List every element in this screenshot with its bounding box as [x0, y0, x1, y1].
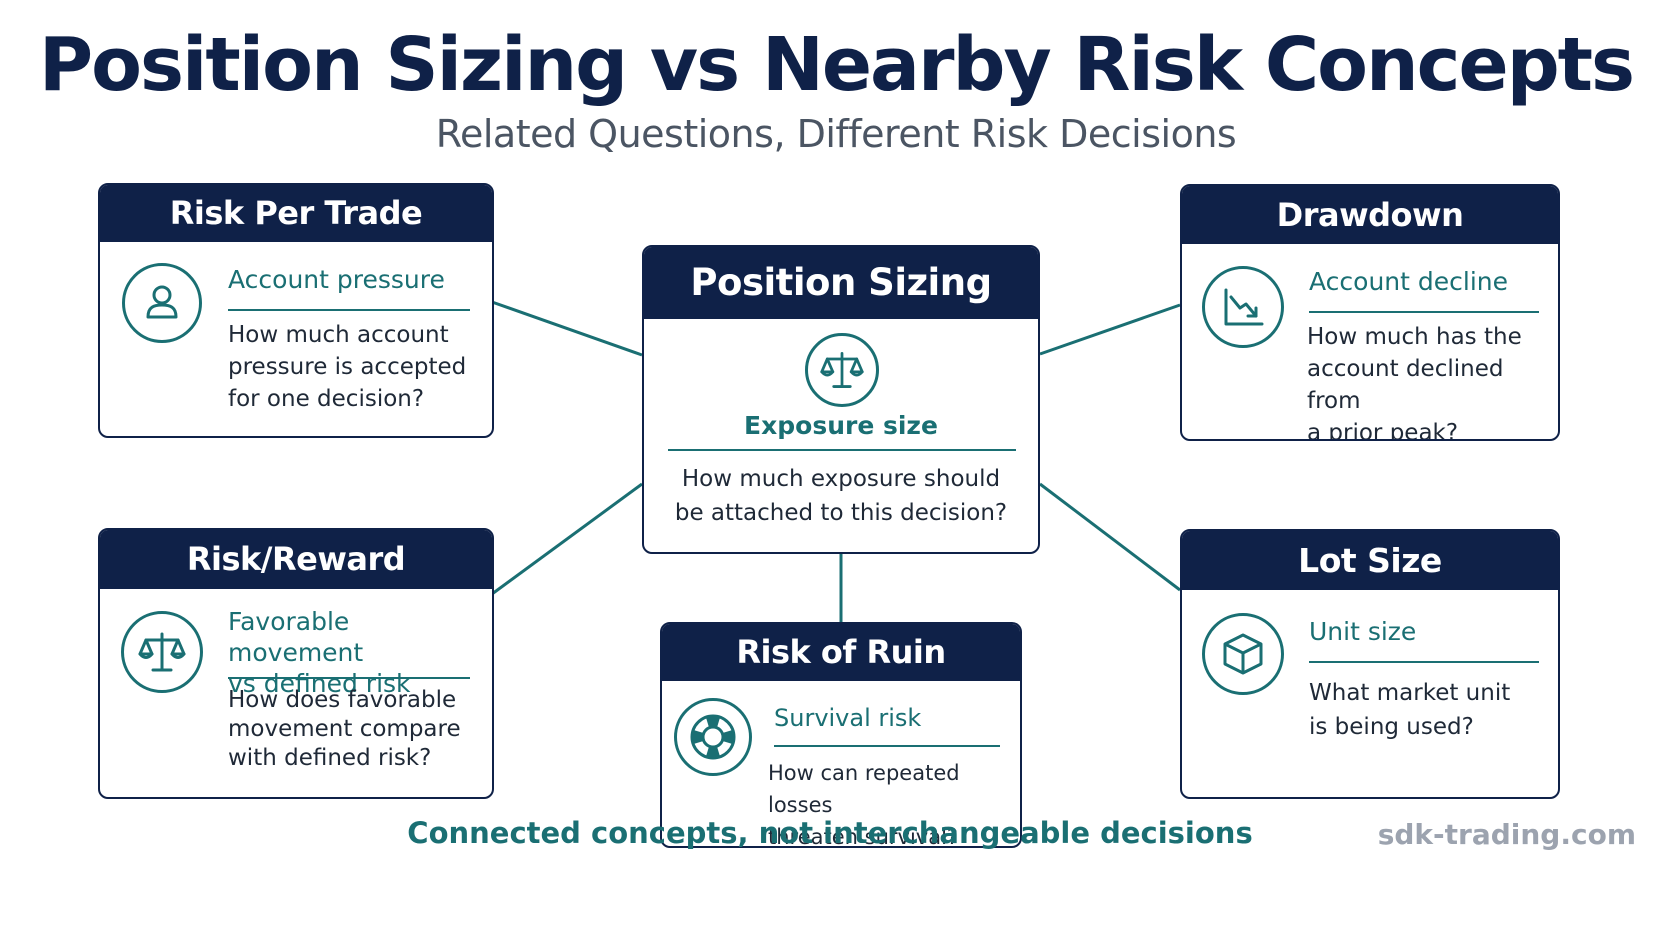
drawdown-card: Drawdown Account decline How much has th… [1180, 184, 1560, 441]
concept-label: Exposure size [744, 411, 938, 440]
divider [1309, 661, 1539, 663]
card-title: Drawdown [1182, 186, 1558, 244]
concept-label: Account decline [1309, 267, 1508, 296]
connector-lot-size [1039, 482, 1181, 592]
footer-tagline: Connected concepts, not interchangeable … [407, 816, 1253, 850]
card-title: Position Sizing [644, 247, 1038, 319]
risk-reward-card: Risk/Reward Favorable movement vs define… [98, 528, 494, 799]
connector-risk-per-trade [491, 300, 643, 357]
concept-label: Account pressure [228, 265, 445, 294]
trend-down-icon [1202, 266, 1284, 348]
page-subtitle: Related Questions, Different Risk Decisi… [435, 112, 1237, 156]
card-title: Risk of Ruin [662, 624, 1020, 681]
balance-scale-icon [121, 611, 203, 693]
page-title: Position Sizing vs Nearby Risk Concepts [38, 22, 1635, 108]
connector-risk-reward [491, 482, 643, 596]
question-text: How much account pressure is accepted fo… [228, 322, 467, 412]
question-text: How much has the account declined from a… [1307, 324, 1522, 441]
card-title: Lot Size [1182, 531, 1558, 590]
cube-icon [1202, 613, 1284, 695]
concept-label: Favorable movement vs defined risk [228, 607, 411, 698]
lot-size-card: Lot Size Unit size What market unit is b… [1180, 529, 1560, 799]
concept-label: Unit size [1309, 617, 1417, 646]
card-title: Risk/Reward [100, 530, 492, 589]
user-icon [122, 263, 202, 343]
connector-drawdown [1039, 303, 1181, 356]
risk-per-trade-card: Risk Per Trade Account pressure How much… [98, 183, 494, 438]
divider [668, 449, 1016, 451]
question-text: How does favorable movement compare with… [228, 687, 461, 771]
divider [1309, 311, 1539, 313]
divider [228, 677, 470, 679]
concept-label: Survival risk [774, 704, 922, 732]
position-sizing-card: Position Sizing Exposure size How much e… [642, 245, 1040, 554]
question-text: What market unit is being used? [1309, 680, 1511, 740]
balance-scale-icon [805, 333, 879, 407]
divider [774, 745, 1000, 747]
lifebuoy-icon [674, 698, 752, 776]
risk-of-ruin-card: Risk of Ruin Survival risk How can repea… [660, 622, 1022, 848]
question-text: How can repeated losses threaten surviva… [768, 761, 960, 848]
watermark: sdk-trading.com [1377, 818, 1636, 851]
card-title: Risk Per Trade [100, 185, 492, 242]
question-text: How much exposure should be attached to … [674, 466, 1008, 526]
divider [228, 309, 470, 311]
